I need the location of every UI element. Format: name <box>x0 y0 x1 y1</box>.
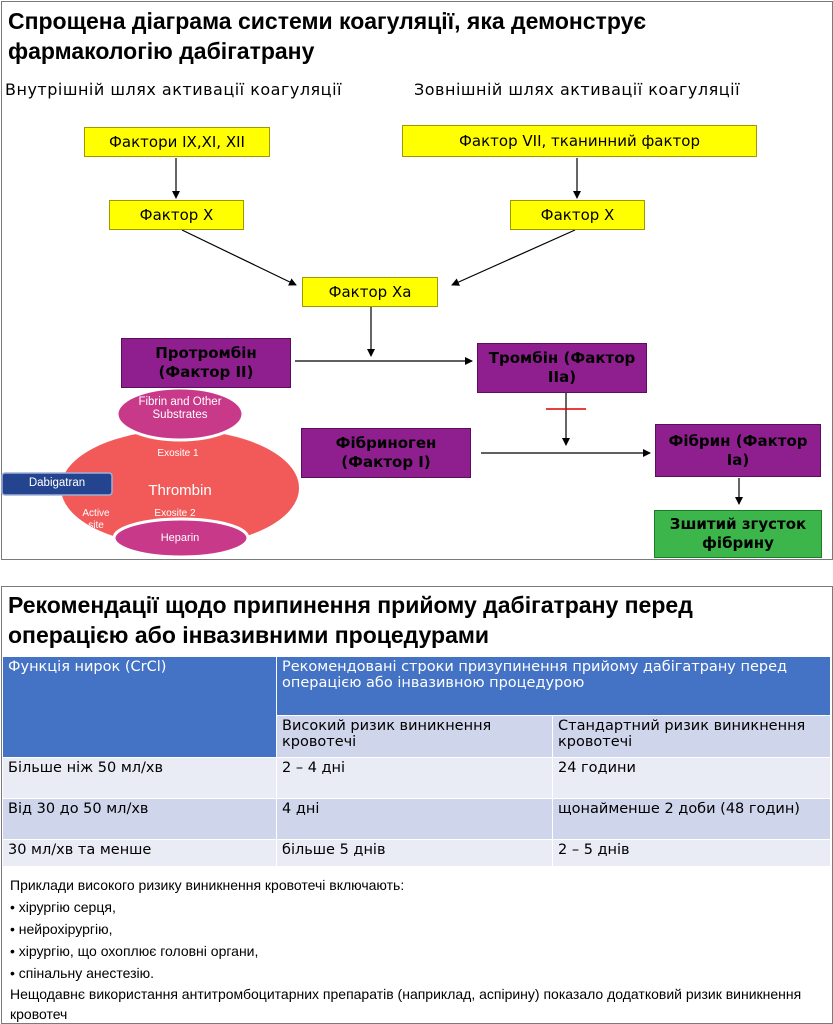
intrinsic-pathway-label: Внутрішній шлях активації коагуляції <box>5 80 342 99</box>
cell-high: 2 – 4 дні <box>276 757 553 799</box>
diagram-title: Спрощена діаграма системи коагуляції, як… <box>8 8 647 64</box>
active-site-label: Active site <box>82 508 110 531</box>
notes-item: • спінальну анестезію. <box>10 965 155 981</box>
extrinsic-pathway-label: Зовнішній шлях активації коагуляції <box>414 80 741 99</box>
bleeding-risk-notes: Приклади високого ризику виникнення кров… <box>10 874 825 1024</box>
recommendations-table: Функція нирок (CrCl) Рекомендовані строк… <box>2 656 831 867</box>
substrates-ellipse <box>115 386 245 442</box>
recommendations-title: Рекомендації щодо припинення прийому даб… <box>8 592 693 648</box>
notes-item: • нейрохірургію, <box>10 921 113 937</box>
cell-renal: Більше ніж 50 мл/хв <box>2 757 277 799</box>
heparin-label: Heparin <box>160 532 200 544</box>
header-timing: Рекомендовані строки призупинення прийом… <box>276 656 831 716</box>
cell-standard: 24 години <box>552 757 831 799</box>
factor-vii-box: Фактор VII, тканинний фактор <box>402 125 757 157</box>
exosite2-label: Exosite 2 <box>154 508 196 519</box>
notes-intro: Приклади високого ризику виникнення кров… <box>10 877 405 893</box>
cell-standard: щонайменше 2 доби (48 годин) <box>552 798 831 840</box>
factors-ix-xi-xii-box: Фактори IX,XI, XII <box>84 127 270 157</box>
substrates-label: Fibrin and Other Substrates <box>138 396 222 421</box>
thrombin-label: Thrombin <box>148 482 212 499</box>
exosite1-label: Exosite 1 <box>157 448 199 459</box>
prothrombin-box: Протромбін (Фактор II) <box>121 338 291 388</box>
notes-item: • хірургію, що охоплює головні органи, <box>10 943 259 959</box>
cell-high: більше 5 днів <box>276 839 553 867</box>
header-high-risk: Високий ризик виникнення кровотечі <box>276 715 553 758</box>
factor-x-left-box: Фактор X <box>109 200 244 230</box>
fibrinogen-box: Фібриноген (Фактор I) <box>301 428 471 478</box>
fibrin-box: Фібрин (Фактор Ia) <box>655 424 821 477</box>
dabigatran-shape <box>1 472 113 496</box>
arrow-x-right-to-xa <box>451 229 576 286</box>
cell-standard: 2 – 5 днів <box>552 839 831 867</box>
notes-footer: Нещодавнє використання антитромбоцитарни… <box>10 986 802 1022</box>
thrombin-body <box>61 430 299 546</box>
pathway-arrows <box>1 158 743 559</box>
factor-x-right-box: Фактор X <box>510 200 645 230</box>
notes-item: • хірургію серця, <box>10 899 116 915</box>
heparin-ellipse <box>112 517 250 559</box>
table-row: Більше ніж 50 мл/хв 2 – 4 дні 24 години <box>2 757 831 799</box>
arrow-x-left-to-xa <box>181 229 297 286</box>
table-row: 30 мл/хв та менше більше 5 днів 2 – 5 дн… <box>2 839 831 867</box>
thrombin-box: Тромбін (Фактор IIa) <box>477 343 647 393</box>
fibrin-clot-box: Зшитий згусток фібрину <box>654 510 822 558</box>
factor-xa-box: Фактор Xa <box>302 277 438 307</box>
cell-renal: 30 мл/хв та менше <box>2 839 277 867</box>
cell-high: 4 дні <box>276 798 553 840</box>
table-header-row: Функція нирок (CrCl) Рекомендовані строк… <box>2 656 831 758</box>
header-standard-risk: Стандартний ризик виникнення кровотечі <box>552 715 831 758</box>
dabigatran-label: Dabigatran <box>28 477 86 489</box>
header-renal-function: Функція нирок (CrCl) <box>2 656 277 758</box>
cell-renal: Від 30 до 50 мл/хв <box>2 798 277 840</box>
table-row: Від 30 до 50 мл/хв 4 дні щонайменше 2 до… <box>2 798 831 840</box>
table-subheader-row: Високий ризик виникнення кровотечі Станд… <box>3 715 831 758</box>
